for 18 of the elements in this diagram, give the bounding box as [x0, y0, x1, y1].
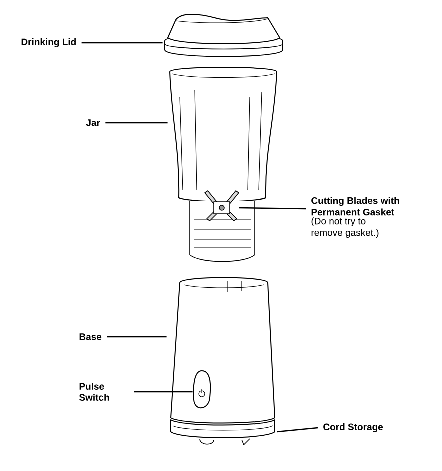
leader-line [82, 42, 163, 44]
lid-drawing [164, 14, 284, 58]
part-label: Cutting Blades with Permanent Gasket (Do not try to remove gasket.) [312, 197, 400, 238]
part-label: Drinking Lid [22, 38, 76, 48]
part-label: Base [80, 334, 102, 340]
cord-storage-drawing [170, 420, 276, 446]
leader-line [107, 336, 167, 338]
leader-line [277, 427, 318, 433]
pulse-switch [193, 370, 212, 408]
blade-drawing [204, 190, 240, 222]
base-drawing [170, 277, 276, 424]
part-label: Pulse Switch [79, 383, 110, 401]
leader-line [106, 122, 168, 124]
jar-drawing [170, 67, 278, 262]
leader-line [239, 207, 306, 210]
part-label: Jar [86, 120, 100, 126]
leader-line [134, 391, 193, 393]
part-label: Cord Storage [324, 424, 384, 432]
